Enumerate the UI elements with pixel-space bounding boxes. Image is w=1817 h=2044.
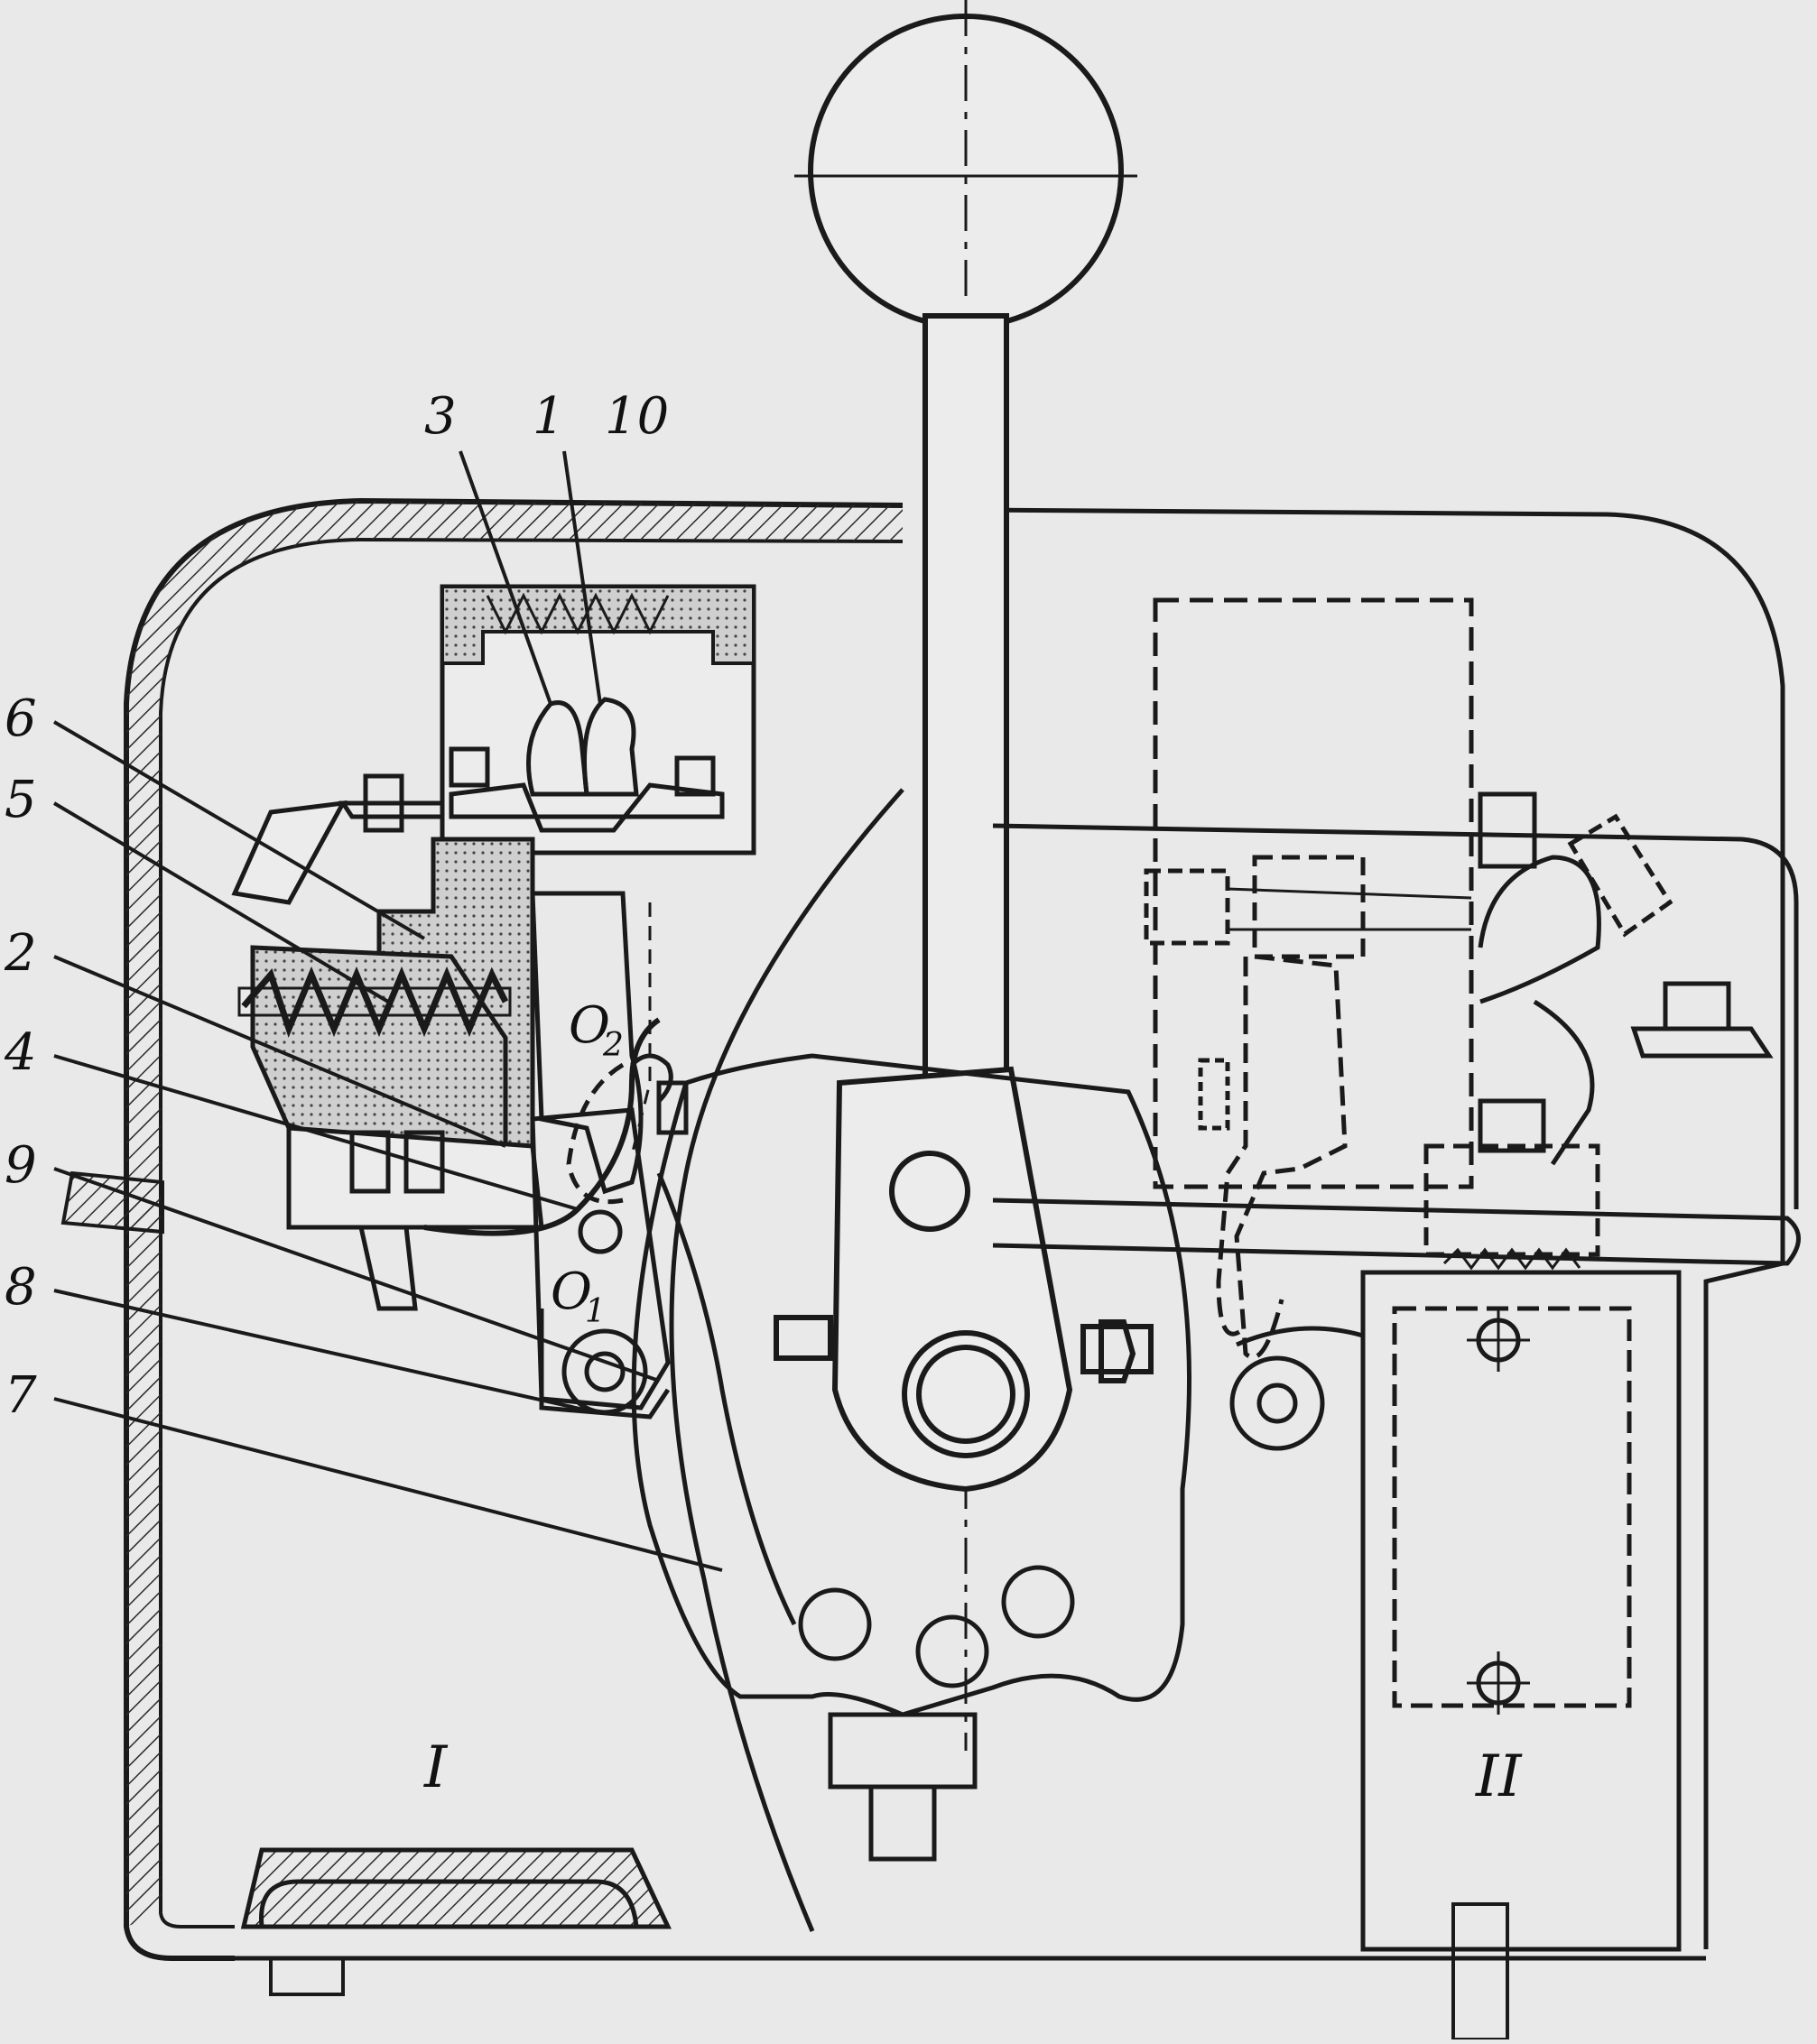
right-lever-inner-dashed	[1216, 957, 1248, 1336]
cam-hole-2	[915, 1614, 989, 1688]
leader-lines	[52, 450, 723, 1572]
right-roller-lever	[1236, 1326, 1364, 1347]
dashed-guide-vertical	[630, 902, 652, 1156]
contact-assembly-right	[992, 597, 1801, 1952]
fixed-contact-3	[526, 700, 589, 797]
label-9: 9	[5, 1136, 37, 1195]
right-bus-bar	[992, 823, 1799, 1209]
pivot-label-o2: O	[569, 996, 610, 1055]
housing	[60, 497, 1785, 2041]
arc-chute-insulator	[440, 585, 756, 665]
crank-bolt-right-head	[1099, 1319, 1136, 1383]
right-screw-thread	[1227, 887, 1472, 931]
housing-left-wall-inner	[159, 537, 904, 1928]
leader-8	[53, 1289, 597, 1414]
right-contact-dashed	[1252, 855, 1366, 959]
lower-bolt-a	[349, 1130, 391, 1194]
pivot-label-o1: O	[551, 1262, 592, 1321]
right-roller	[1229, 1355, 1325, 1451]
right-bracket-bolt	[1478, 791, 1537, 869]
right-spring-coils	[1442, 1247, 1581, 1271]
right-small-screw-dashed	[1198, 1058, 1230, 1131]
contact-holder	[449, 782, 725, 833]
contact-bracket-bolt-left	[449, 746, 490, 788]
label-2: 2	[4, 924, 37, 983]
cam-lower-stem	[868, 1784, 937, 1862]
right-clamp-plate	[1630, 1026, 1774, 1059]
dashed-travel-path	[566, 1062, 625, 1205]
label-7: 7	[5, 1366, 37, 1425]
leader-3	[459, 450, 552, 705]
pivot-o1-circle	[578, 1209, 623, 1254]
numeric-labels: 3 1 10 6 5 2 4 9 8 7 O 2 O 1 I II	[4, 387, 1523, 1810]
section-divider	[669, 788, 904, 1932]
leader-2	[53, 955, 506, 1148]
right-upper-angle-dashed	[1567, 813, 1673, 938]
section-label-ii: II	[1475, 1743, 1523, 1810]
leader-9	[53, 1167, 660, 1383]
section-label-i: I	[423, 1734, 449, 1801]
right-roller-inner	[1256, 1383, 1298, 1424]
contact-arm-curved	[423, 1017, 661, 1236]
right-contact-arm	[1533, 999, 1595, 1166]
leader-4	[53, 1054, 579, 1211]
contact-spring	[241, 966, 509, 1038]
base-foot	[240, 1847, 672, 1929]
housing-right-wall	[974, 507, 1785, 1949]
bottom-foot-left	[269, 1956, 345, 1996]
pivot-label-o1-sub: 1	[585, 1293, 606, 1330]
small-screw-right	[656, 1080, 689, 1135]
label-3: 3	[424, 387, 457, 446]
roller-8-inner	[584, 1351, 626, 1392]
label-1: 1	[533, 387, 565, 446]
right-lower-block	[1360, 1270, 1682, 1952]
crank-pivot-main	[902, 1330, 1030, 1458]
screw-o2	[630, 1053, 673, 1103]
right-rail-upper	[992, 1198, 1801, 1266]
upper-screw	[363, 773, 404, 833]
upper-bracket	[338, 800, 445, 819]
leader-1	[562, 450, 602, 705]
right-spring-arm	[1478, 855, 1601, 1004]
label-4: 4	[4, 1023, 37, 1082]
leader-6	[52, 720, 426, 940]
label-8: 8	[5, 1258, 37, 1317]
label-6: 6	[5, 689, 37, 748]
lower-bolt-b	[403, 1130, 445, 1194]
base-channel	[259, 1879, 639, 1928]
cam-hole-1	[798, 1587, 872, 1661]
contact-assembly-left	[231, 584, 756, 1420]
lower-base-plate	[286, 1125, 544, 1230]
fixed-contact-1	[582, 697, 639, 797]
label-10: 10	[605, 387, 669, 446]
right-spring-bolt	[1478, 1098, 1546, 1153]
cam-drum-outline	[631, 1053, 1191, 1717]
spring-guide	[237, 986, 512, 1017]
right-lever-dashed	[1234, 954, 1348, 1360]
cam-drum	[631, 788, 1191, 1932]
crank-bolt-left	[774, 1315, 833, 1361]
spring-housing	[250, 945, 508, 1149]
pivot-label-o2-sub: 2	[602, 1027, 624, 1064]
left-flange	[60, 1170, 164, 1235]
right-contact-screw	[1144, 868, 1230, 946]
leader-7	[53, 1397, 723, 1572]
handle-lever	[922, 313, 1009, 1095]
crank-pivot-main-inner	[916, 1345, 1015, 1444]
cam-hole-3	[1001, 1565, 1075, 1639]
contact-bracket-bolt-right	[674, 755, 716, 797]
right-spring-block	[1423, 1143, 1600, 1257]
crank-pivot-upper	[889, 1151, 970, 1232]
cam-profile	[656, 1172, 797, 1626]
right-arc-chute-dashed	[1153, 597, 1474, 1189]
control-handle	[774, 0, 1154, 1751]
label-5: 5	[5, 771, 37, 829]
right-lower-block-dashed	[1392, 1306, 1632, 1708]
crank-bolt-right	[1080, 1324, 1154, 1374]
leader-5	[52, 801, 390, 1004]
upper-angle	[231, 800, 348, 905]
